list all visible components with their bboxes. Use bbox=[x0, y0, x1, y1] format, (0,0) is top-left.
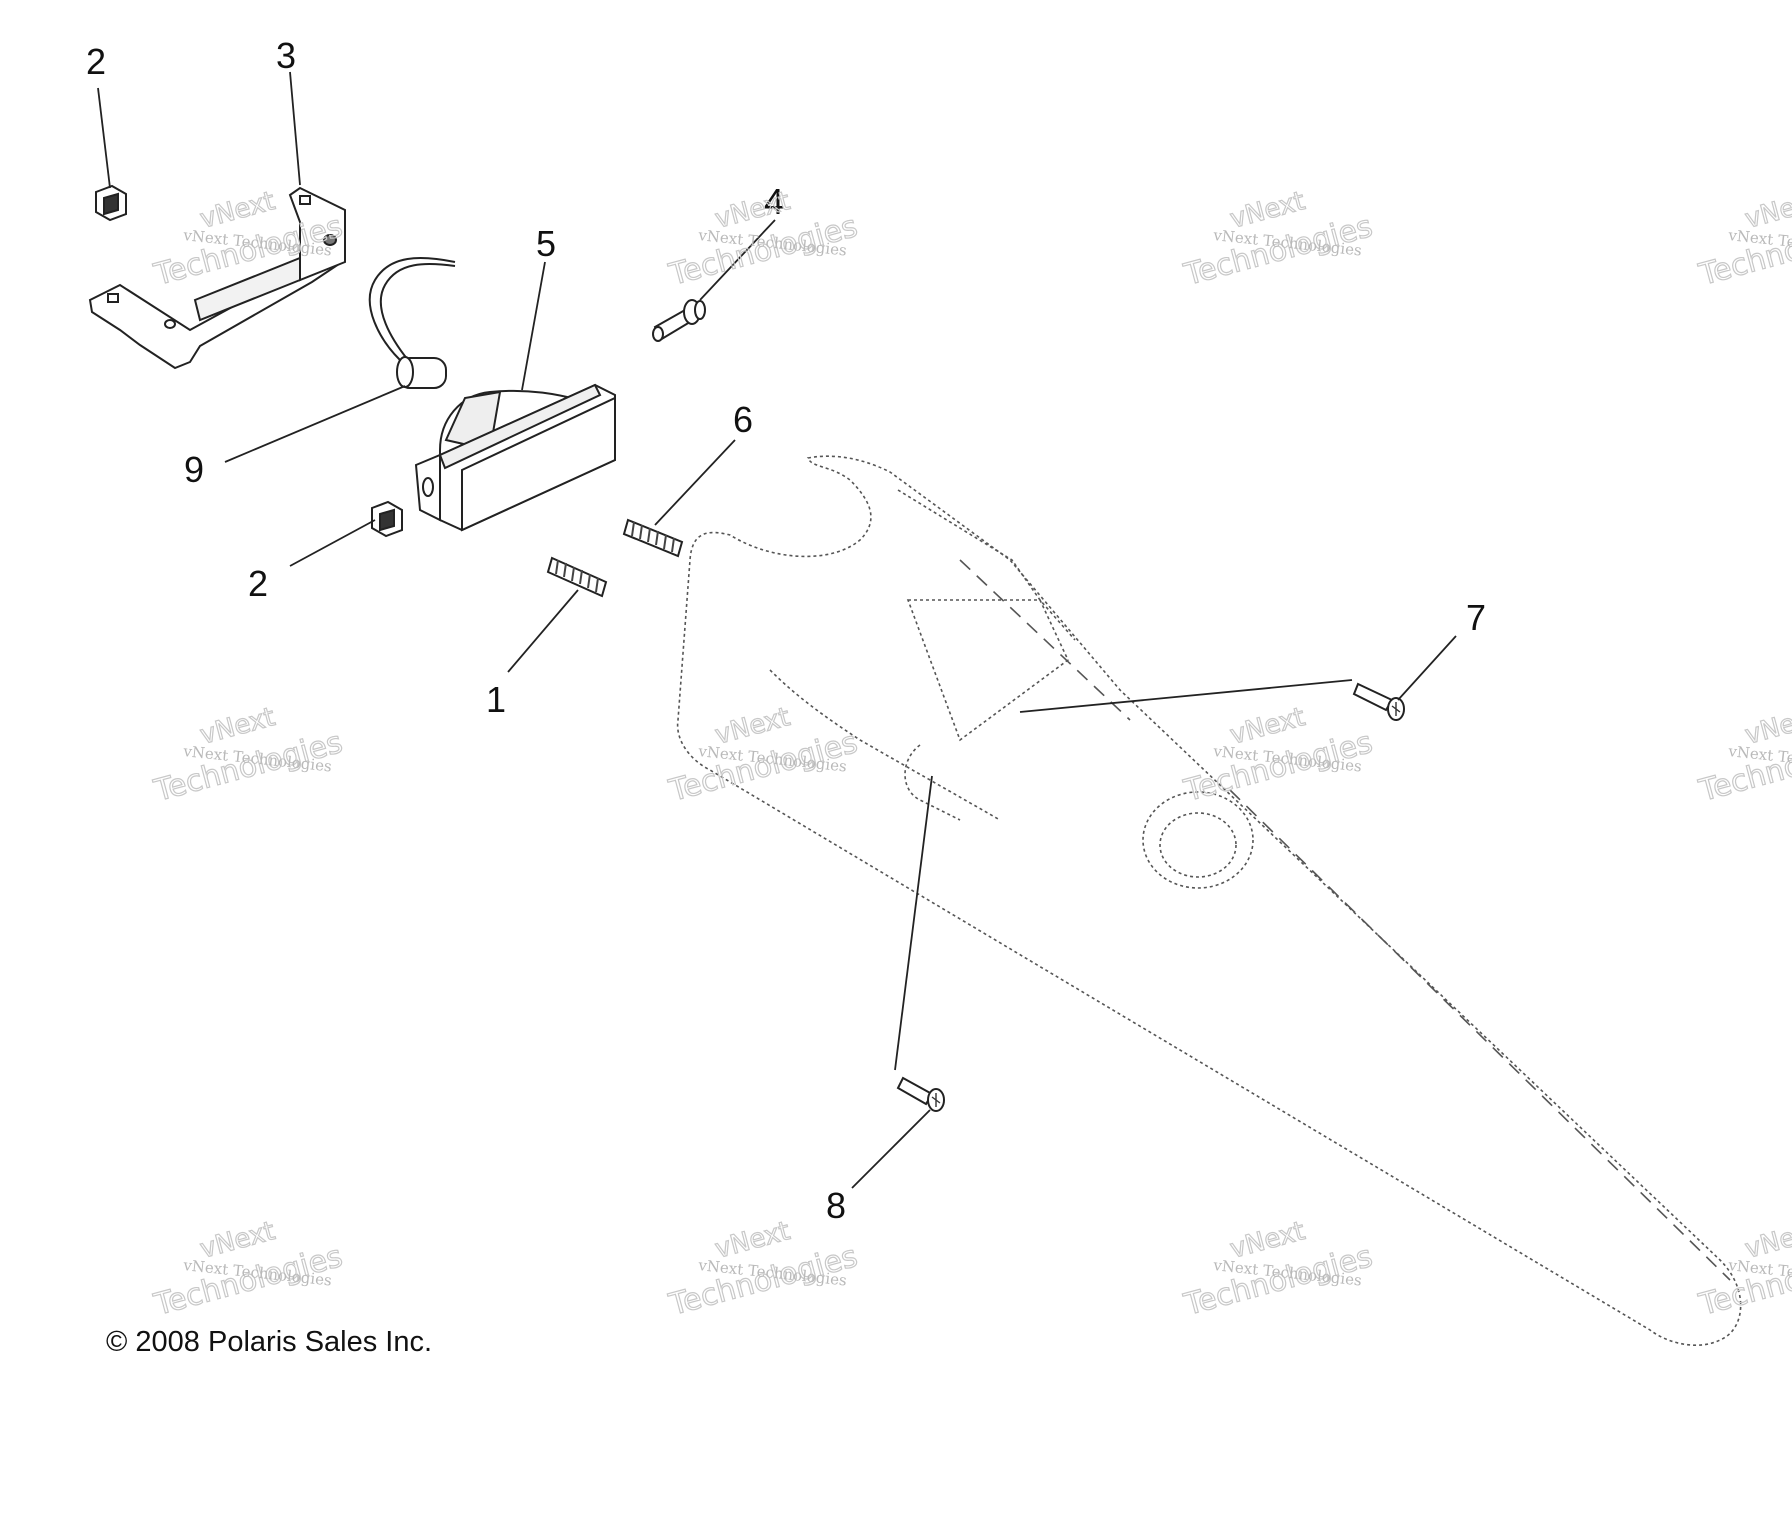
callout-1: 1 bbox=[486, 679, 506, 720]
callout-9: 9 bbox=[184, 449, 204, 490]
callout-numbers: 2 3 4 5 6 9 2 1 7 8 bbox=[86, 35, 1486, 1226]
callout-7: 7 bbox=[1466, 597, 1486, 638]
clip-nut-bottom bbox=[371, 500, 403, 538]
light-housing bbox=[414, 383, 616, 532]
bulb-with-wire bbox=[368, 257, 456, 389]
callout-6: 6 bbox=[733, 399, 753, 440]
clip-nut-top bbox=[95, 184, 127, 222]
screw-8 bbox=[896, 1076, 945, 1112]
spring-1 bbox=[546, 556, 608, 598]
vehicle-body-outline bbox=[676, 455, 1742, 1346]
callout-4: 4 bbox=[764, 181, 784, 222]
push-pin bbox=[652, 299, 706, 342]
callout-3: 3 bbox=[276, 35, 296, 76]
callout-2b: 2 bbox=[248, 563, 268, 604]
mounting-bracket bbox=[88, 186, 346, 370]
spring-6 bbox=[622, 518, 684, 558]
callout-5: 5 bbox=[536, 223, 556, 264]
screw-7 bbox=[1352, 682, 1405, 721]
leader-lines bbox=[97, 71, 1457, 1189]
callout-8: 8 bbox=[826, 1185, 846, 1226]
callout-2a: 2 bbox=[86, 41, 106, 82]
vehicle-body-long-dash bbox=[959, 559, 1731, 1281]
copyright-notice: © 2008 Polaris Sales Inc. bbox=[106, 1326, 433, 1358]
